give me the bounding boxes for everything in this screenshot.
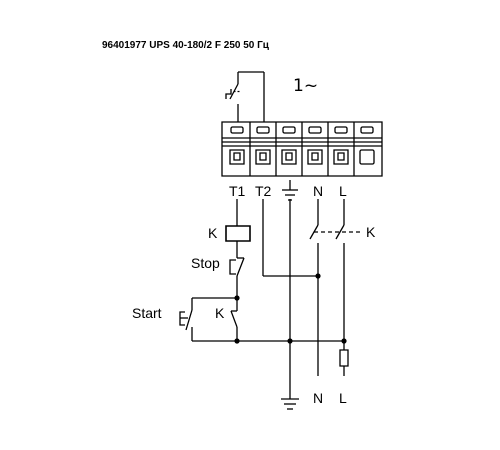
stop-button-label: Stop xyxy=(191,255,220,271)
contactor-coil-label: K xyxy=(208,225,218,241)
terminal-label-l: L xyxy=(339,183,347,199)
l-contact-icon xyxy=(336,225,344,239)
self-hold-contact-icon xyxy=(231,298,237,341)
terminal-label-t2: T2 xyxy=(255,183,272,199)
terminal-box xyxy=(222,122,382,176)
earth-icon xyxy=(281,399,299,409)
diagram-title: 96401977 UPS 40-180/2 F 250 50 Гц xyxy=(102,40,269,51)
self-hold-contact-label: K xyxy=(215,305,225,321)
contactor-contacts-label: K xyxy=(366,224,376,240)
terminal-label-n: N xyxy=(313,183,324,199)
start-button-icon xyxy=(180,310,192,330)
bottom-label-l: L xyxy=(339,390,347,406)
start-button-label: Start xyxy=(132,305,162,321)
bottom-label-n: N xyxy=(313,390,324,406)
fuse-icon xyxy=(340,350,348,366)
earth-top-icon xyxy=(282,180,298,200)
single-phase-label: 1~ xyxy=(293,76,319,96)
thermal-switch-icon xyxy=(226,72,264,122)
terminal-label-t1: T1 xyxy=(229,183,246,199)
stop-button-icon xyxy=(230,258,244,298)
contactor-coil-icon xyxy=(226,226,250,241)
